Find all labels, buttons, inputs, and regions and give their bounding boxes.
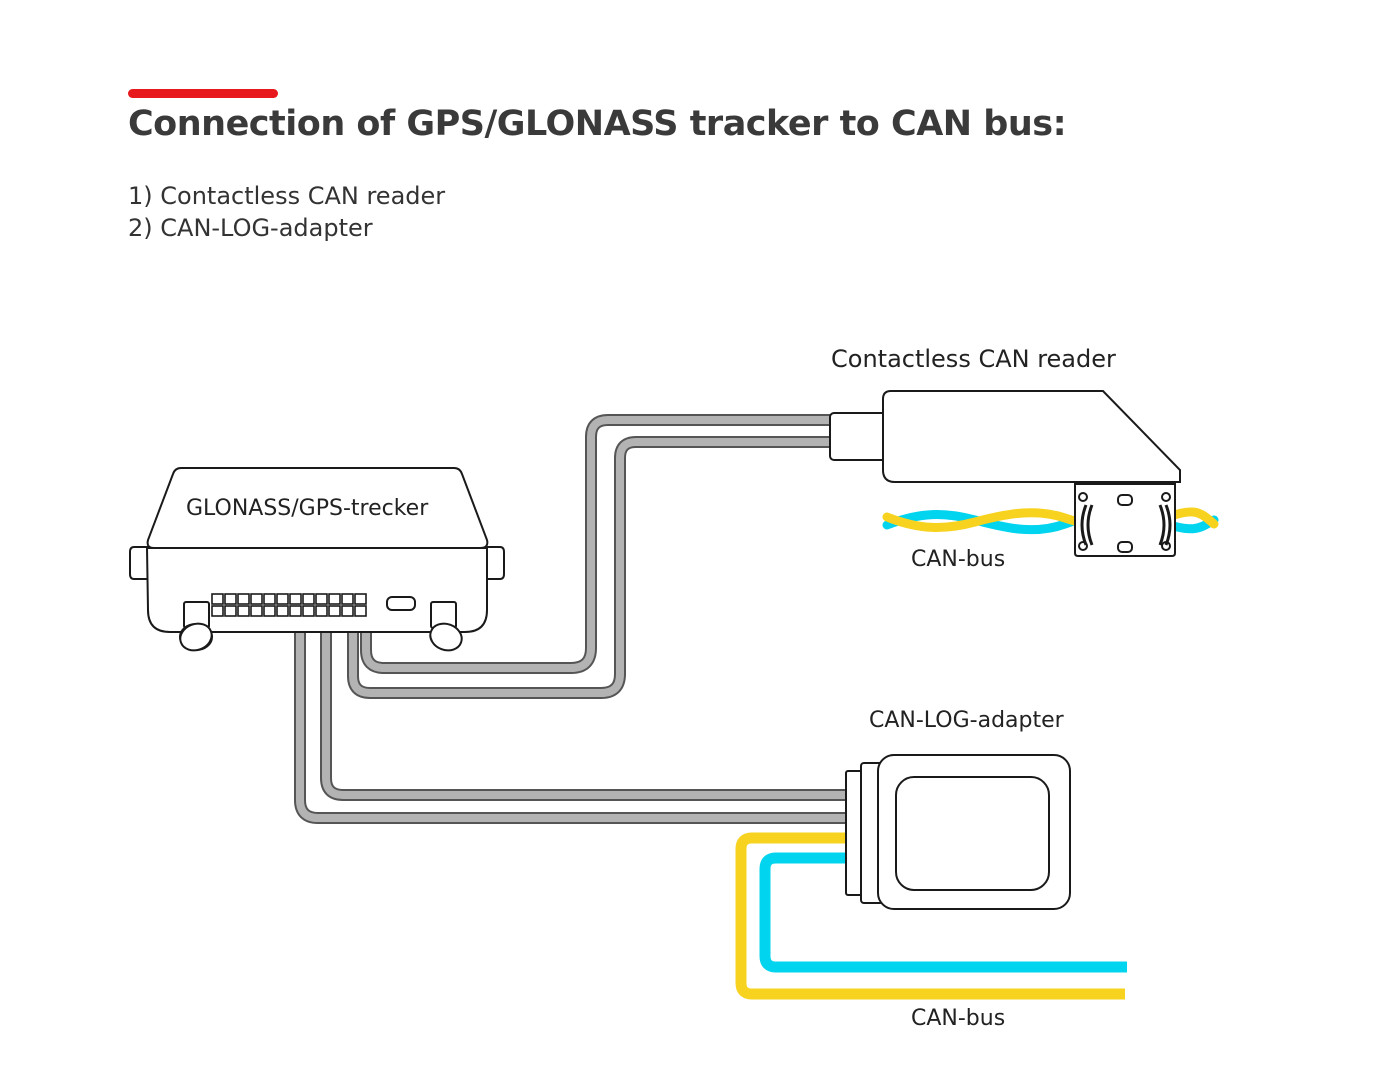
- antenna-connector-left-icon: [179, 601, 213, 652]
- connection-options-list: 1) Contactless CAN reader 2) CAN-LOG-ada…: [128, 180, 445, 244]
- option-can-log-adapter: 2) CAN-LOG-adapter: [128, 214, 373, 242]
- tracker-to-reader-cables: [347, 414, 831, 699]
- tracker-label: GLONASS/GPS-trecker: [186, 496, 429, 521]
- option-contactless-reader: 1) Contactless CAN reader: [128, 182, 446, 210]
- title-accent-bar: [128, 89, 278, 98]
- can-log-adapter-device: [845, 754, 1071, 910]
- page-title: Connection of GPS/GLONASS tracker to CAN…: [128, 104, 1067, 144]
- adapter-can-bus-wires: [735, 832, 1127, 1000]
- can-bus-label-top: CAN-bus: [911, 547, 1005, 572]
- pin-connector-icon: [211, 593, 367, 617]
- can-bus-label-bottom: CAN-bus: [911, 1006, 1005, 1031]
- reader-label: Contactless CAN reader: [831, 345, 1116, 373]
- adapter-label: CAN-LOG-adapter: [869, 708, 1065, 733]
- gps-tracker-device: [129, 467, 505, 652]
- tracker-to-adapter-cables: [294, 620, 850, 824]
- usb-port-icon: [386, 596, 416, 611]
- contactless-can-reader-device: [829, 390, 1181, 557]
- antenna-connector-right-icon: [429, 601, 463, 652]
